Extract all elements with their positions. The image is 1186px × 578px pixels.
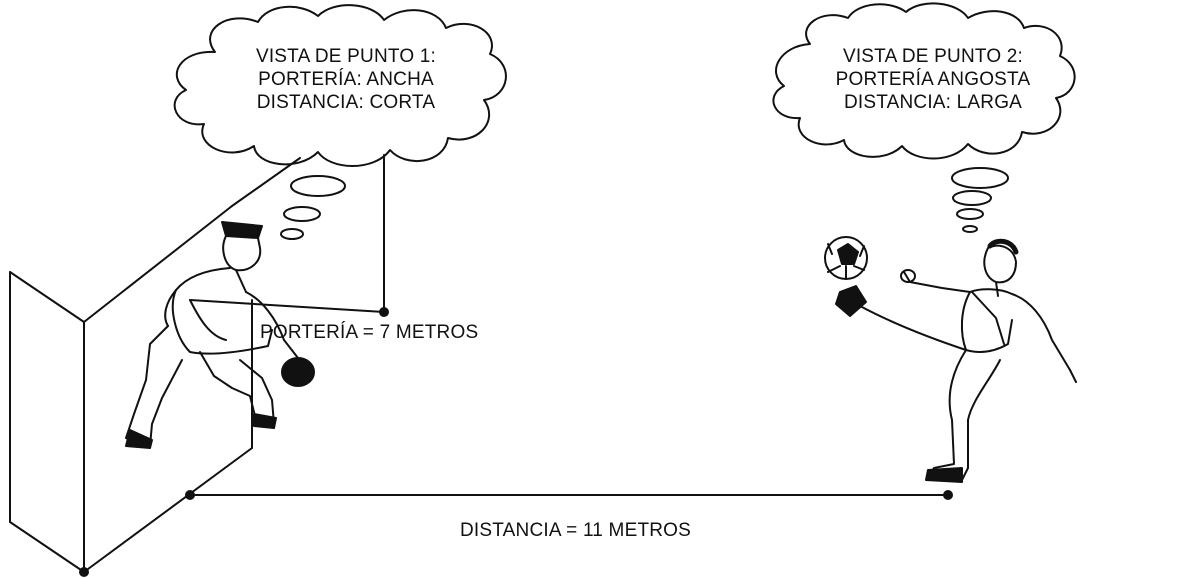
thought-cloud-2 xyxy=(772,2,1076,160)
thought-cloud-1 xyxy=(173,4,507,167)
distance-end-point xyxy=(943,490,953,500)
distance-label: DISTANCIA = 11 METROS xyxy=(460,520,692,541)
cloud2-line3: DISTANCIA: LARGA xyxy=(843,92,1023,113)
goal-frame xyxy=(9,154,385,573)
thought-trail-1 xyxy=(280,175,346,240)
cloud2-line1: VISTA DE PUNTO 2: xyxy=(842,46,1024,67)
goal-width-label: PORTERÍA = 7 METROS xyxy=(260,322,479,343)
goal-post-point xyxy=(379,307,389,317)
goalkeeper xyxy=(125,221,315,449)
cloud2-line2: PORTERÍA ANGOSTA xyxy=(835,69,1031,90)
thought-trail-2 xyxy=(951,167,1009,233)
cloud1-line2: PORTERÍA: ANCHA xyxy=(258,69,434,90)
cloud1-line1: VISTA DE PUNTO 1: xyxy=(255,46,437,67)
goal-corner-point xyxy=(79,567,89,577)
soccer-ball xyxy=(824,236,868,280)
distance-start-point xyxy=(185,490,195,500)
soccer-player-kicking xyxy=(835,238,1077,483)
cloud1-line3: DISTANCIA: CORTA xyxy=(256,92,436,113)
thought-cloud-1-text: VISTA DE PUNTO 1: PORTERÍA: ANCHA DISTAN… xyxy=(222,45,470,114)
thought-cloud-2-text: VISTA DE PUNTO 2: PORTERÍA ANGOSTA DISTA… xyxy=(818,45,1048,114)
